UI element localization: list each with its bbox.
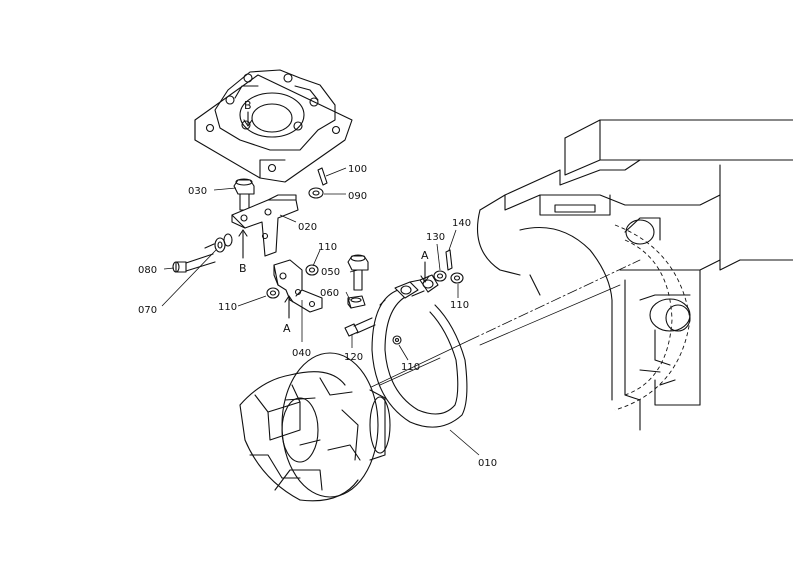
callout-030: 030 (188, 186, 207, 197)
callout-110-left: 110 (218, 302, 237, 313)
view-marker-b-bottom: B (239, 262, 247, 275)
mounting-flange (194, 69, 353, 183)
bolt-030 (233, 178, 255, 211)
callout-020: 020 (298, 222, 317, 233)
callout-140: 140 (452, 218, 471, 229)
callout-110-right: 110 (450, 300, 469, 311)
bolt-120 (344, 317, 376, 337)
washer-110-upper (305, 264, 319, 276)
view-marker-a-right: A (421, 249, 429, 262)
washer-110-right (450, 272, 464, 284)
callout-080: 080 (138, 265, 157, 276)
view-marker-a-right-group: A (420, 249, 430, 283)
transmission-housing (476, 119, 793, 431)
view-marker-a-left: A (283, 322, 291, 335)
view-marker-b: B B (238, 99, 253, 275)
callout-110-upper: 110 (318, 242, 337, 253)
coupling (239, 352, 391, 502)
pin-100 (317, 167, 328, 186)
pin-140 (445, 249, 453, 271)
view-marker-b-top: B (244, 99, 252, 112)
callout-060: 060 (320, 288, 339, 299)
bracket-040 (273, 259, 323, 313)
nut-060 (347, 295, 366, 309)
bolt-050 (347, 254, 369, 291)
callout-070: 070 (138, 305, 157, 316)
callout-100: 100 (348, 164, 367, 175)
bolt-080 (172, 253, 216, 273)
washer-090 (308, 187, 324, 199)
view-marker-a-left-group: A (283, 295, 294, 335)
washer-130 (433, 270, 447, 282)
washer-070 (204, 233, 233, 253)
washer-110-left (266, 287, 280, 299)
bracket-020 (231, 194, 299, 257)
leader-lines (161, 167, 480, 456)
callout-040: 040 (292, 348, 311, 359)
callout-120: 120 (344, 352, 363, 363)
callout-050: 050 (321, 267, 340, 278)
callout-130: 130 (426, 232, 445, 243)
callout-090: 090 (348, 191, 367, 202)
callout-labels: 010 020 030 040 050 060 070 080 090 100 … (138, 164, 497, 469)
callout-010: 010 (478, 458, 497, 469)
callout-110-band: 110 (401, 362, 420, 373)
